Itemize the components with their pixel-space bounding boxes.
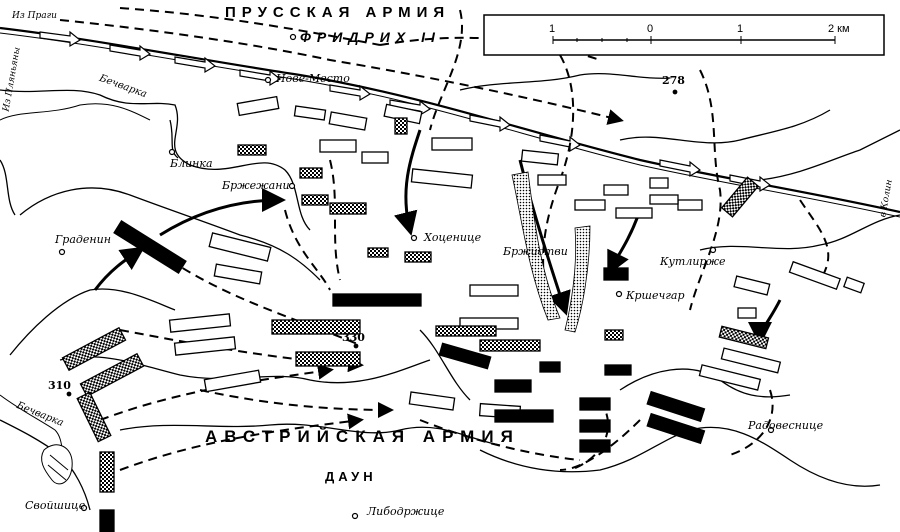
prussian-commander: ФРИДРИХ II — [300, 29, 441, 45]
scale-tick-1-left: 1 — [549, 23, 556, 35]
scale-bar — [483, 14, 885, 56]
austrian-army-title: АВСТРИЙСКАЯ АРМИЯ — [205, 427, 520, 446]
scale-tick-2km: 2 км — [828, 23, 850, 35]
label-nove-mesto: Нове-Место — [276, 72, 350, 85]
cavalry-streams — [511, 171, 591, 333]
label-radovesnice: Радовеснице — [748, 419, 824, 432]
label-brzhezhani: Бржежани — [222, 179, 290, 192]
height-278: 278 — [662, 74, 685, 87]
scale-tick-0: 0 — [647, 23, 654, 35]
prussian-march-arrows — [39, 30, 772, 193]
prussian-units — [168, 95, 866, 420]
label-svoyshice: Свойшице — [25, 499, 86, 512]
label-hotsenice: Хоценице — [424, 231, 482, 244]
label-gradenin: Граденин — [55, 233, 111, 246]
label-from-prague: Из Праги — [12, 11, 57, 21]
height-330: 330 — [342, 331, 365, 344]
streams — [0, 103, 151, 476]
label-krshechgar: Кршечгар — [626, 289, 685, 302]
austrian-commander: ДАУН — [325, 469, 377, 484]
height-310: 310 — [48, 379, 71, 392]
scale-tick-1-right: 1 — [737, 23, 744, 35]
label-brzhistvi: Бржистви — [503, 245, 568, 258]
austrian-units — [61, 176, 760, 532]
label-blinka: Блинка — [170, 157, 213, 170]
label-kutlirzhe: Кутлирже — [660, 255, 726, 268]
dashed-movements — [59, 7, 830, 471]
prussian-army-title: ПРУССКАЯ АРМИЯ — [225, 4, 451, 21]
ponds — [41, 444, 73, 485]
village-markers — [58, 33, 775, 520]
label-libodrzhice: Либодржице — [367, 505, 445, 518]
